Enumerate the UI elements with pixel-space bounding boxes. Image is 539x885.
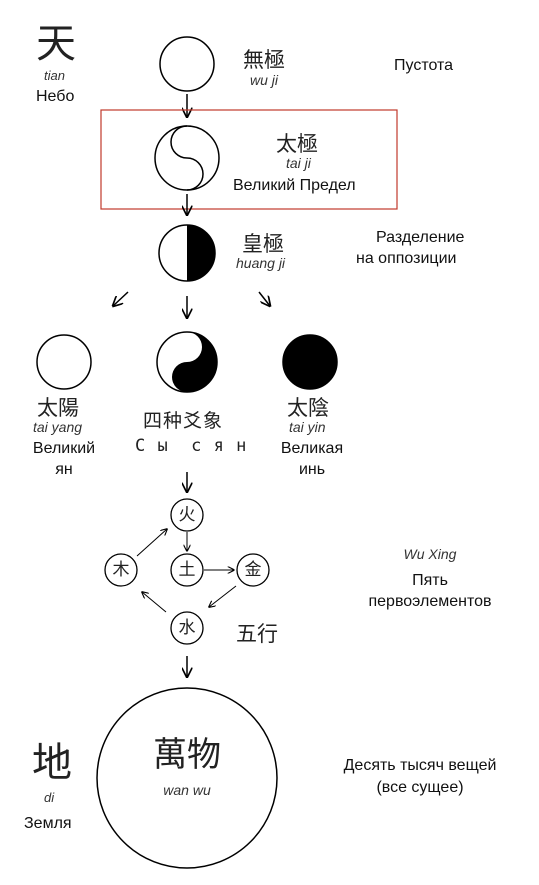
earth-char: 地 [32,740,72,786]
wuji-label: Пустота [394,57,454,74]
heaven-pinyin: tian [44,68,65,83]
taiji-label: Великий Предел [233,177,356,194]
wanwu-chars: 萬物 [153,735,221,775]
huangji-symbol [158,224,216,282]
metal-char: 金 [244,560,262,580]
wuxing-chars: 五行 [236,622,278,646]
taiyang-label-line2: ян [55,461,73,478]
wuji-circle [159,36,215,92]
taiyang-circle [36,334,92,390]
heaven-label: Небо [36,88,75,105]
wood-char: 木 [112,560,130,580]
sixiang-label: С ы с я н [135,436,248,456]
fire-circle [170,498,204,532]
taiyang-chars: 太陽 [37,396,79,420]
fire-char: 火 [178,505,196,525]
taiji-symbol [154,125,220,191]
water-char: 水 [178,618,196,638]
arrow-water-wood [142,592,167,613]
water-circle [170,611,204,645]
taiyin-label-line2: инь [298,461,326,478]
taiyin-chars: 太陰 [287,396,329,420]
taiyin-label-line1: Великая [280,440,344,457]
wanwu-circle [96,687,278,869]
wuxing-label-line2: первоэлементов [368,593,492,610]
arrow-to-taiyin [258,291,270,306]
taiyin-pinyin: tai yin [289,419,326,435]
wuji-pinyin: wu ji [250,72,279,88]
huangji-pinyin: huang ji [236,255,286,271]
arrow-wood-fire [136,529,167,557]
earth-label: Земля [24,815,72,832]
taiyang-label-line1: Великий [32,440,96,457]
taiji-highlight-box [100,109,398,210]
wanwu-label-line1: Десять тысяч вещей [343,757,497,774]
earth-pinyin: di [44,790,55,805]
wanwu-label-line2: (все сущее) [376,779,464,796]
earth-element-char: 土 [178,560,196,580]
arrow-metal-water [209,585,237,607]
wanwu-pinyin: wan wu [163,782,211,798]
huangji-label-line2: на оппозиции [356,250,457,267]
metal-circle [236,553,270,587]
sixiang-chars: 四种爻象 [143,410,224,432]
yinyang-symbol [156,331,218,393]
wuji-chars: 無極 [243,48,285,72]
taiji-pinyin: tai ji [286,155,311,171]
heaven-char: 天 [36,21,76,67]
wuxing-label-line1: Пять [412,572,448,589]
earth-element-circle [170,553,204,587]
wood-circle [104,553,138,587]
arrow-to-taiyang [113,291,129,306]
wuxing-pinyin: Wu Xing [403,546,457,562]
huangji-chars: 皇極 [242,232,284,256]
huangji-label-line1: Разделение [376,229,465,246]
taiyang-pinyin: tai yang [33,419,83,435]
taiji-chars: 太極 [276,132,318,156]
taiyin-circle [282,334,338,390]
